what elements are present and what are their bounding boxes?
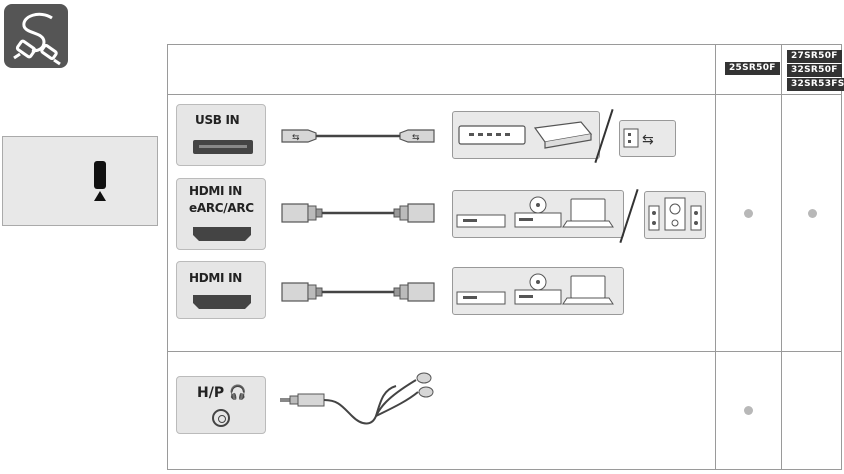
hdmi-earc-port-panel: HDMI IN eARC/ARC — [176, 178, 266, 250]
headphone-icon: 🎧 — [228, 385, 247, 401]
earphone-cable-icon — [280, 372, 434, 425]
support-dot — [744, 209, 753, 218]
hdmi-cable-icon — [281, 203, 435, 223]
row-divider — [168, 351, 841, 352]
model-badge: 25SR50F — [725, 62, 780, 75]
headphone-jack-icon — [212, 409, 230, 427]
port-label: H/P — [197, 385, 225, 401]
model-badge: 27SR50F — [787, 50, 842, 63]
usb-port-panel: USB IN — [176, 104, 266, 166]
hdmi-cable-icon — [281, 282, 435, 302]
usb-drive-icon: ⇆ — [619, 120, 676, 157]
svg-text:⇆: ⇆ — [642, 132, 654, 148]
connection-table: 25SR50F 27SR50F 32SR50F 32SR53FS — [167, 44, 844, 470]
svg-text:⇆: ⇆ — [412, 133, 420, 143]
tv-side-panel-icon — [2, 136, 158, 226]
usb-cable-icon: ⇆ ⇆ — [281, 129, 435, 143]
cable-icon — [4, 4, 68, 68]
support-dot — [808, 209, 817, 218]
model-badge: 32SR50F — [787, 64, 842, 77]
av-devices-icon — [452, 190, 624, 238]
hdmi-port-icon — [193, 227, 251, 241]
speaker-system-icon — [644, 191, 706, 239]
external-hdd-icon — [452, 111, 600, 159]
arrow-up-icon — [94, 191, 106, 201]
av-devices-icon — [452, 267, 624, 315]
usb-port-icon — [193, 140, 253, 154]
port-slot — [94, 161, 106, 189]
column-divider — [781, 45, 782, 469]
port-label: eARC/ARC — [189, 201, 254, 215]
hdmi-port-panel: HDMI IN — [176, 261, 266, 319]
model-badge: 32SR53FS — [787, 78, 844, 91]
port-label: USB IN — [195, 113, 240, 127]
port-label: HDMI IN — [189, 271, 242, 285]
headphone-port-panel: H/P 🎧 — [176, 376, 266, 434]
svg-text:⇆: ⇆ — [292, 133, 300, 143]
support-dot — [744, 406, 753, 415]
port-label: HDMI IN — [189, 184, 242, 198]
column-divider — [715, 45, 716, 469]
hdmi-port-icon — [193, 295, 251, 309]
row-divider — [168, 94, 841, 95]
